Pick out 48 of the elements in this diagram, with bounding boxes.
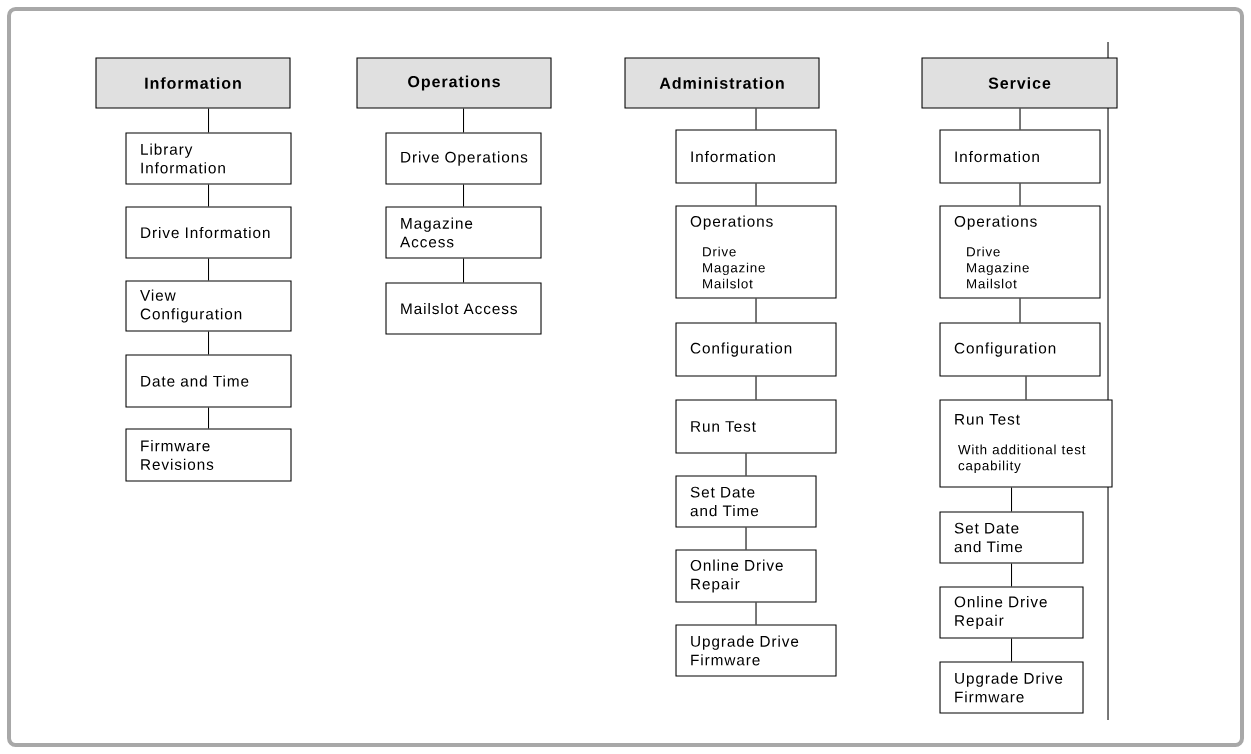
menu-box: Set Date and Time: [675, 475, 817, 528]
menu-box: Upgrade Drive Firmware: [939, 661, 1084, 714]
category-header: Service: [921, 57, 1118, 109]
menu-box: Date and Time: [125, 354, 292, 408]
menu-box: View Configuration: [125, 280, 292, 332]
category-header: Administration: [624, 57, 820, 109]
connector-line: [207, 258, 210, 281]
menu-box: Operations Drive Magazine Mailslot: [939, 205, 1101, 299]
menu-box: Information: [939, 129, 1101, 184]
menu-box: Run Test: [675, 399, 837, 454]
menu-box: Run Test With additional test capability: [939, 399, 1113, 488]
connector-line: [755, 376, 757, 400]
menu-box: Magazine Access: [385, 206, 542, 259]
connector-line: [755, 602, 757, 625]
menu-box: Online Drive Repair: [675, 549, 817, 603]
connector-line: [1010, 638, 1013, 662]
connector-line: [745, 527, 747, 550]
connector-line: [745, 453, 747, 476]
connector-line: [1019, 298, 1021, 323]
connector-line: [1019, 108, 1021, 130]
connector-line: [462, 108, 465, 133]
connector-line: [1019, 183, 1021, 206]
menu-box: Firmware Revisions: [125, 428, 292, 482]
connector-line: [1010, 487, 1013, 512]
connector-line: [1025, 376, 1027, 400]
menu-box: Library Information: [125, 132, 292, 185]
category-header: Operations: [356, 57, 552, 109]
menu-box: Upgrade Drive Firmware: [675, 624, 837, 677]
connector-line: [207, 331, 210, 355]
connector-line: [1010, 563, 1013, 587]
menu-box: Online Drive Repair: [939, 586, 1084, 639]
menu-box: Configuration: [675, 322, 837, 377]
connector-line: [755, 108, 757, 130]
connector-line: [462, 184, 465, 207]
menu-box: Drive Operations: [385, 132, 542, 185]
connector-line: [207, 108, 210, 133]
menu-box: Set Date and Time: [939, 511, 1084, 564]
category-header: Information: [95, 57, 291, 109]
connector-line: [207, 184, 210, 207]
menu-box: Drive Information: [125, 206, 292, 259]
connector-line: [755, 298, 757, 323]
connector-line: [755, 183, 757, 206]
menu-box: Configuration: [939, 322, 1101, 377]
menu-box: Mailslot Access: [385, 282, 542, 335]
connector-line: [462, 258, 465, 283]
connector-line: [207, 407, 210, 429]
menu-box: Operations Drive Magazine Mailslot: [675, 205, 837, 299]
menu-box: Information: [675, 129, 837, 184]
